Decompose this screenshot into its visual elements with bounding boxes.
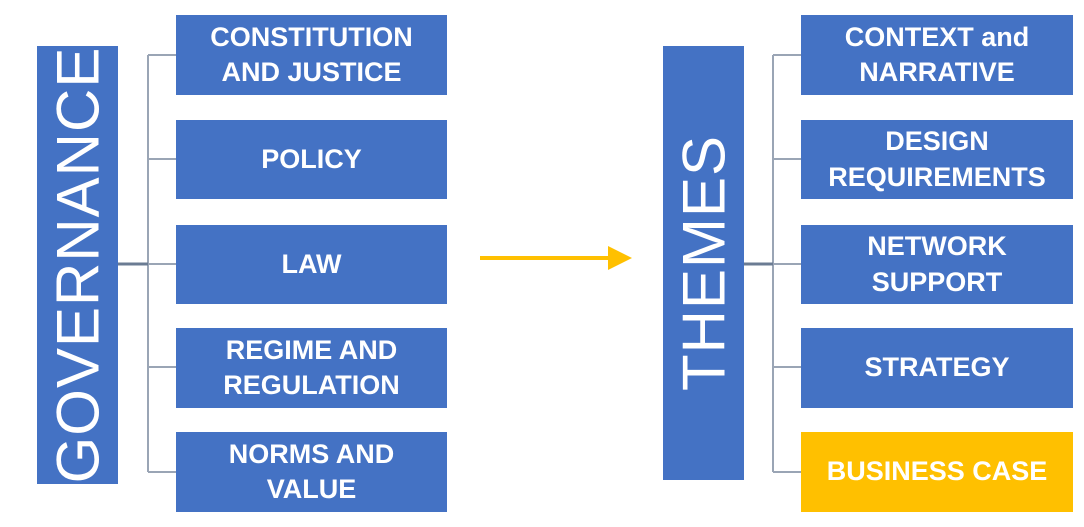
themes-item-label: STRATEGY: [864, 352, 1010, 383]
themes-item-strategy: STRATEGY: [801, 328, 1073, 408]
right-arrow-icon: [480, 246, 632, 270]
themes-item-label: BUSINESS CASE: [826, 456, 1048, 487]
governance-item-law: LAW: [176, 225, 447, 304]
governance-title: GOVERNANCE: [44, 46, 111, 484]
governance-item-norms-and-value: NORMS AND VALUE: [176, 432, 447, 512]
themes-item-label: DESIGN REQUIREMENTS: [828, 126, 1046, 192]
themes-item-context-and-narrative: CONTEXT and NARRATIVE: [801, 15, 1073, 95]
themes-item-business-case: BUSINESS CASE: [801, 432, 1073, 512]
themes-item-label: NETWORK SUPPORT: [867, 231, 1007, 297]
governance-item-label: POLICY: [261, 143, 362, 174]
governance-item-policy: POLICY: [176, 120, 447, 199]
governance-item-label: REGIME AND REGULATION: [223, 334, 400, 400]
governance-item-label: LAW: [281, 248, 342, 279]
themes-title: THEMES: [670, 134, 737, 392]
themes-item-design-requirements: DESIGN REQUIREMENTS: [801, 120, 1073, 199]
themes-item-label: CONTEXT and NARRATIVE: [844, 21, 1030, 87]
themes-bar: THEMES: [663, 46, 744, 480]
governance-bar: GOVERNANCE: [37, 46, 118, 484]
governance-item-label: CONSTITUTION AND JUSTICE: [210, 21, 413, 87]
governance-item-label: NORMS AND VALUE: [228, 438, 395, 504]
themes-item-network-support: NETWORK SUPPORT: [801, 225, 1073, 304]
governance-item-regime-and-regulation: REGIME AND REGULATION: [176, 328, 447, 408]
governance-item-constitution-and-justice: CONSTITUTION AND JUSTICE: [176, 15, 447, 95]
